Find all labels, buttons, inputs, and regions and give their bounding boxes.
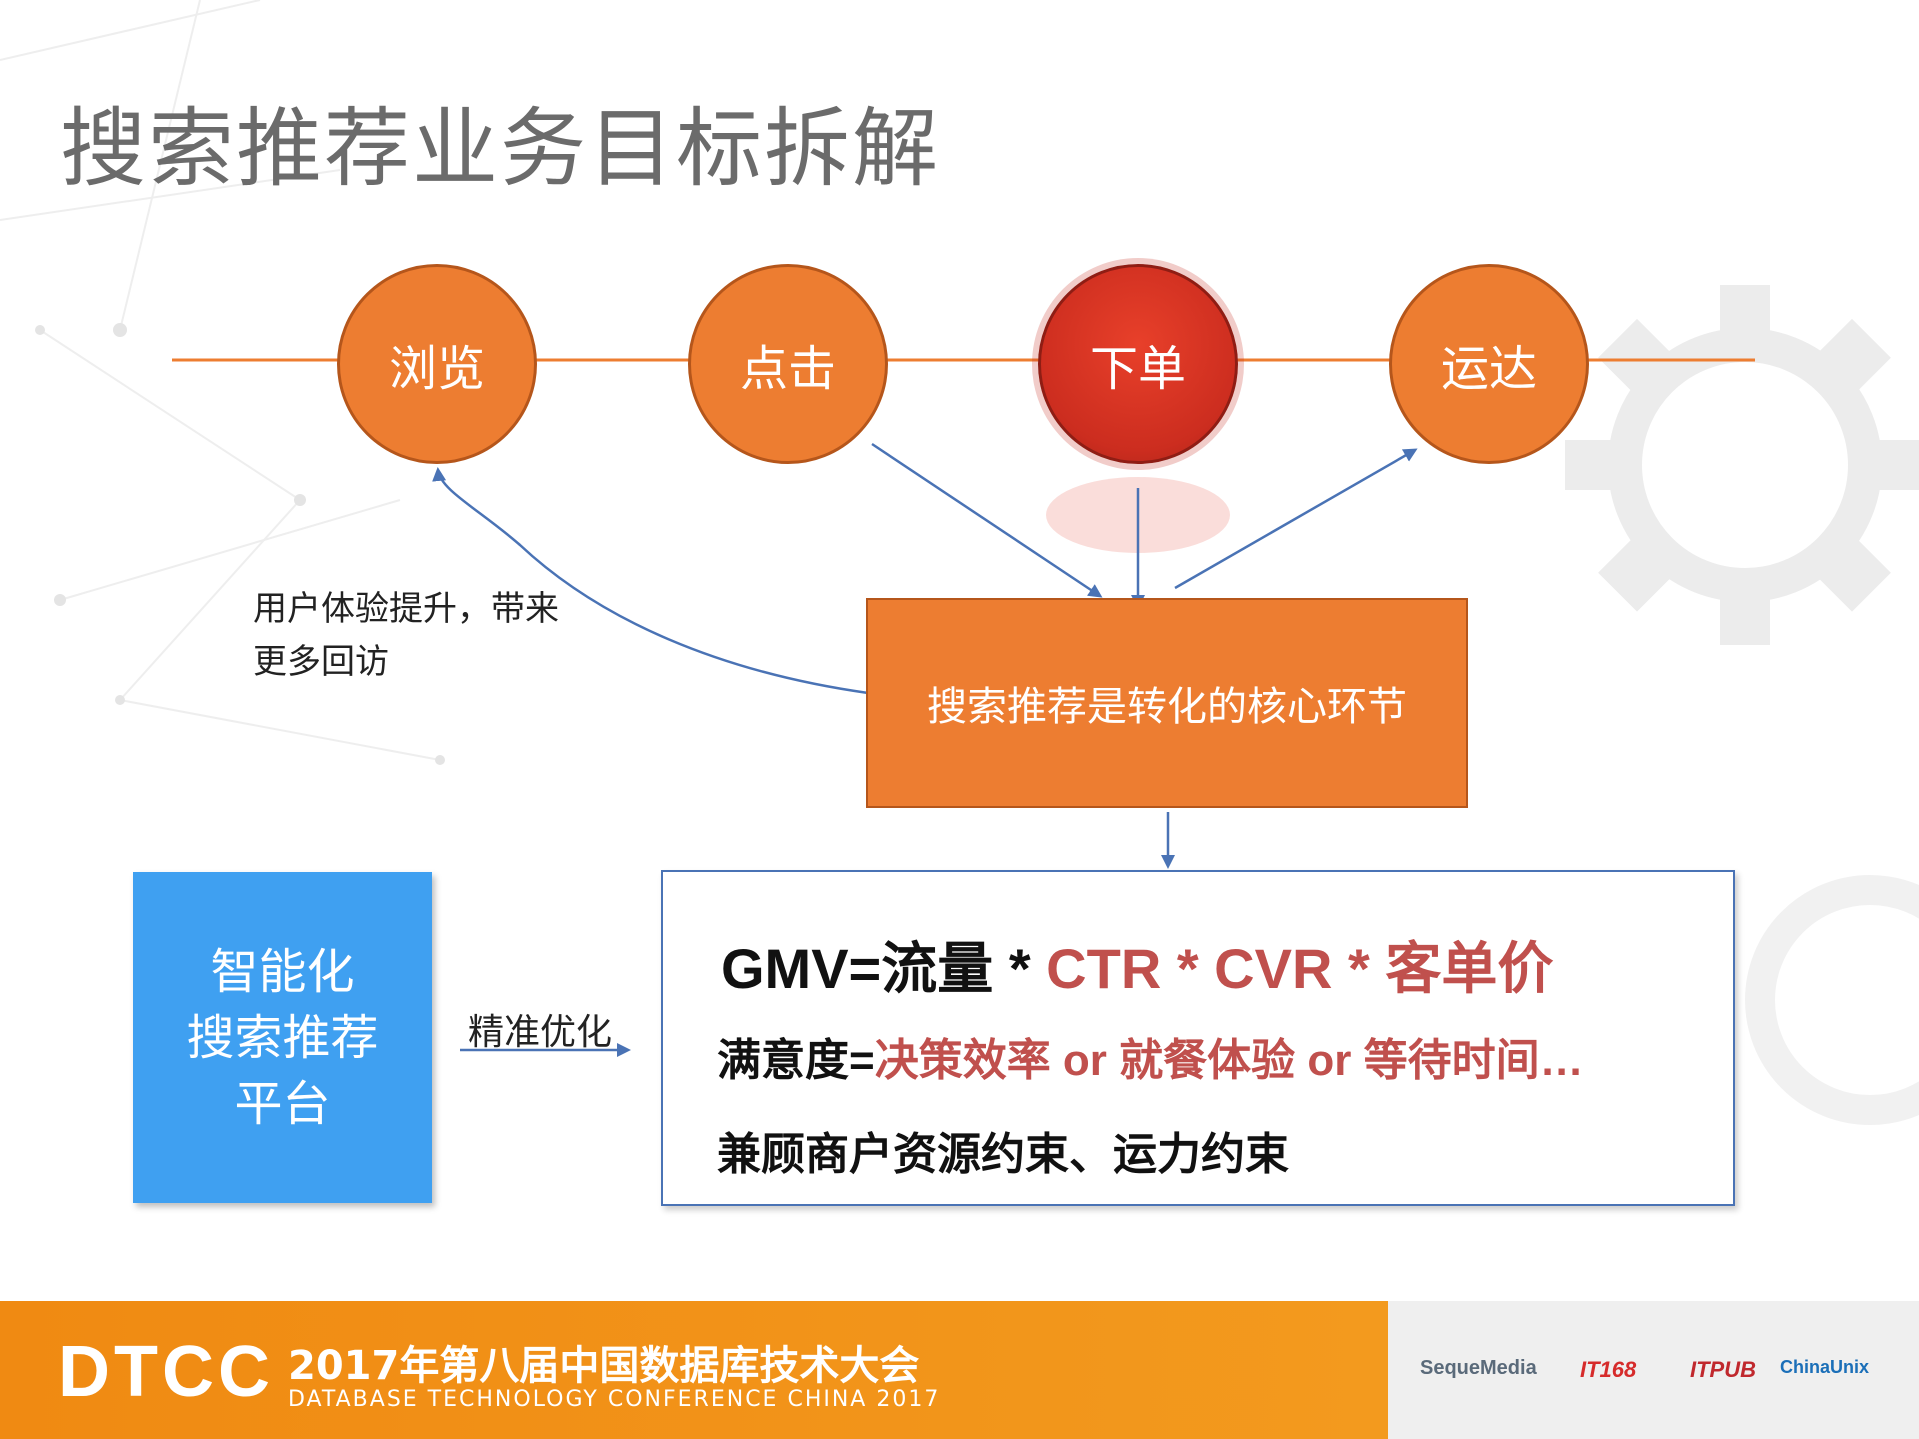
- step-order: 下单: [1038, 264, 1238, 464]
- step-click: 点击: [688, 264, 888, 464]
- platform-box: 智能化 搜索推荐 平台: [133, 872, 432, 1203]
- arrow-to-delivery: [1174, 448, 1418, 590]
- step-delivery: 运达: [1389, 264, 1589, 464]
- gear-icon: [1608, 328, 1882, 602]
- page-title: 搜索推荐业务目标拆解: [60, 99, 940, 199]
- footer-banner: DTCC 2017年第八届中国数据库技术大会 DATABASE TECHNOLO…: [0, 1301, 1388, 1439]
- sponsor-itpub: ITPUB: [1690, 1357, 1756, 1382]
- footer: DTCC 2017年第八届中国数据库技术大会 DATABASE TECHNOLO…: [0, 1301, 1919, 1439]
- gmv-black: GMV=流量 *: [721, 937, 1047, 1000]
- sat-black: 满意度=: [717, 1036, 875, 1085]
- gmv-formula: GMV=流量 * CTR * CVR * 客单价: [721, 924, 1553, 1005]
- conference-title-cn: 2017年第八届中国数据库技术大会: [288, 1343, 920, 1389]
- side-note: 用户体验提升，带来 更多回访: [253, 583, 613, 689]
- core-label: 搜索推荐是转化的核心环节: [927, 684, 1407, 730]
- optimize-label: 精准优化: [468, 1012, 613, 1053]
- platform-line1: 智能化: [210, 943, 355, 1000]
- side-note-line2: 更多回访: [253, 642, 389, 682]
- sponsor-sequemedia: SequeMedia: [1420, 1357, 1537, 1379]
- sponsor-chinaunix: ChinaUnix: [1780, 1357, 1870, 1377]
- constraint-text: 兼顾商户资源约束、运力约束: [717, 1130, 1289, 1179]
- sponsor-it168: IT168: [1580, 1357, 1637, 1382]
- dtcc-logo: DTCC: [58, 1332, 274, 1412]
- core-box: 搜索推荐是转化的核心环节: [866, 598, 1468, 808]
- sat-red: 决策效率 or 就餐体验 or 等待时间…: [874, 1036, 1584, 1085]
- arrow-from-click: [871, 442, 1103, 598]
- gmv-red: CTR * CVR * 客单价: [1046, 937, 1554, 1000]
- side-note-line1: 用户体验提升，带来: [253, 589, 559, 629]
- satisfaction-formula: 满意度=决策效率 or 就餐体验 or 等待时间…: [717, 1024, 1584, 1088]
- step-browse: 浏览: [337, 264, 537, 464]
- conference-title-en: DATABASE TECHNOLOGY CONFERENCE CHINA 201…: [288, 1387, 941, 1412]
- arrow-to-browse: [432, 467, 869, 695]
- platform-line2: 搜索推荐: [186, 1009, 379, 1066]
- goals-box: GMV=流量 * CTR * CVR * 客单价 满意度=决策效率 or 就餐体…: [661, 870, 1735, 1206]
- platform-line3: 平台: [234, 1075, 331, 1132]
- sponsor-bar: SequeMedia IT168 ITPUB ChinaUnix: [1388, 1301, 1919, 1439]
